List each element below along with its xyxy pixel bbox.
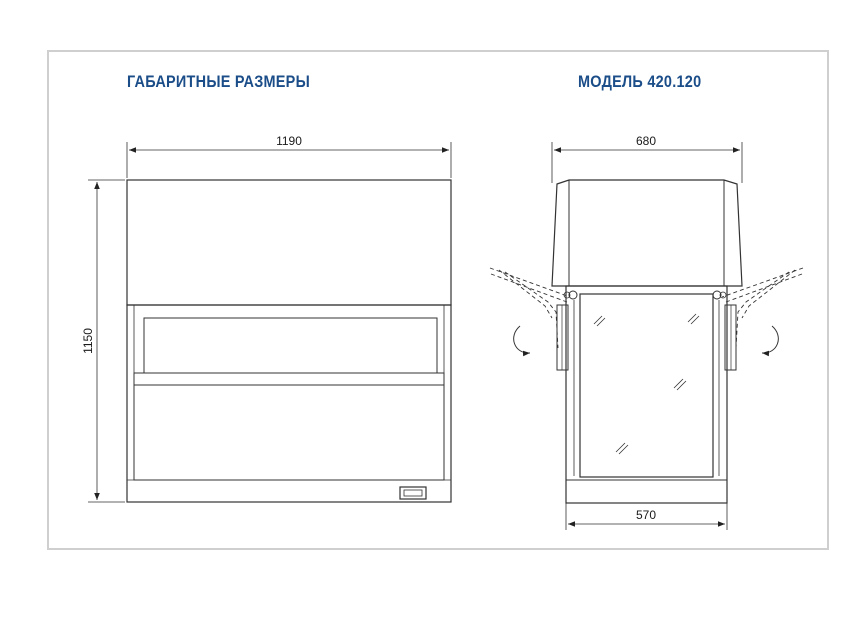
model-title: МОДЕЛЬ 420.120 <box>578 72 702 91</box>
right-rotation-arrow <box>761 325 779 357</box>
front-body <box>126 304 452 503</box>
left-hinge <box>568 290 578 300</box>
glass-reflection-marks <box>593 313 700 455</box>
side-bottom-depth-label: 570 <box>636 508 656 522</box>
side-glass-panel <box>579 293 714 478</box>
left-side-bracket <box>556 304 569 371</box>
right-side-bracket <box>724 304 737 371</box>
dimensions-title: ГАБАРИТНЫЕ РАЗМЕРЫ <box>127 72 310 91</box>
front-control-panel <box>399 486 427 500</box>
front-upper-opening <box>143 317 438 373</box>
front-height-label: 1150 <box>81 328 95 354</box>
side-body <box>565 285 728 504</box>
side-view <box>489 142 804 530</box>
front-view <box>88 142 452 503</box>
left-rotation-arrow <box>513 325 531 357</box>
side-canopy <box>551 179 743 287</box>
drawing-frame <box>47 50 829 550</box>
left-open-glass-dashed <box>489 267 571 349</box>
front-shelf-edge <box>133 372 445 386</box>
right-open-glass-dashed <box>721 267 804 349</box>
front-canopy <box>126 179 452 306</box>
side-top-depth-label: 680 <box>636 134 656 148</box>
front-display-window <box>133 385 445 481</box>
right-hinge <box>712 290 722 300</box>
front-width-label: 1190 <box>276 134 302 148</box>
